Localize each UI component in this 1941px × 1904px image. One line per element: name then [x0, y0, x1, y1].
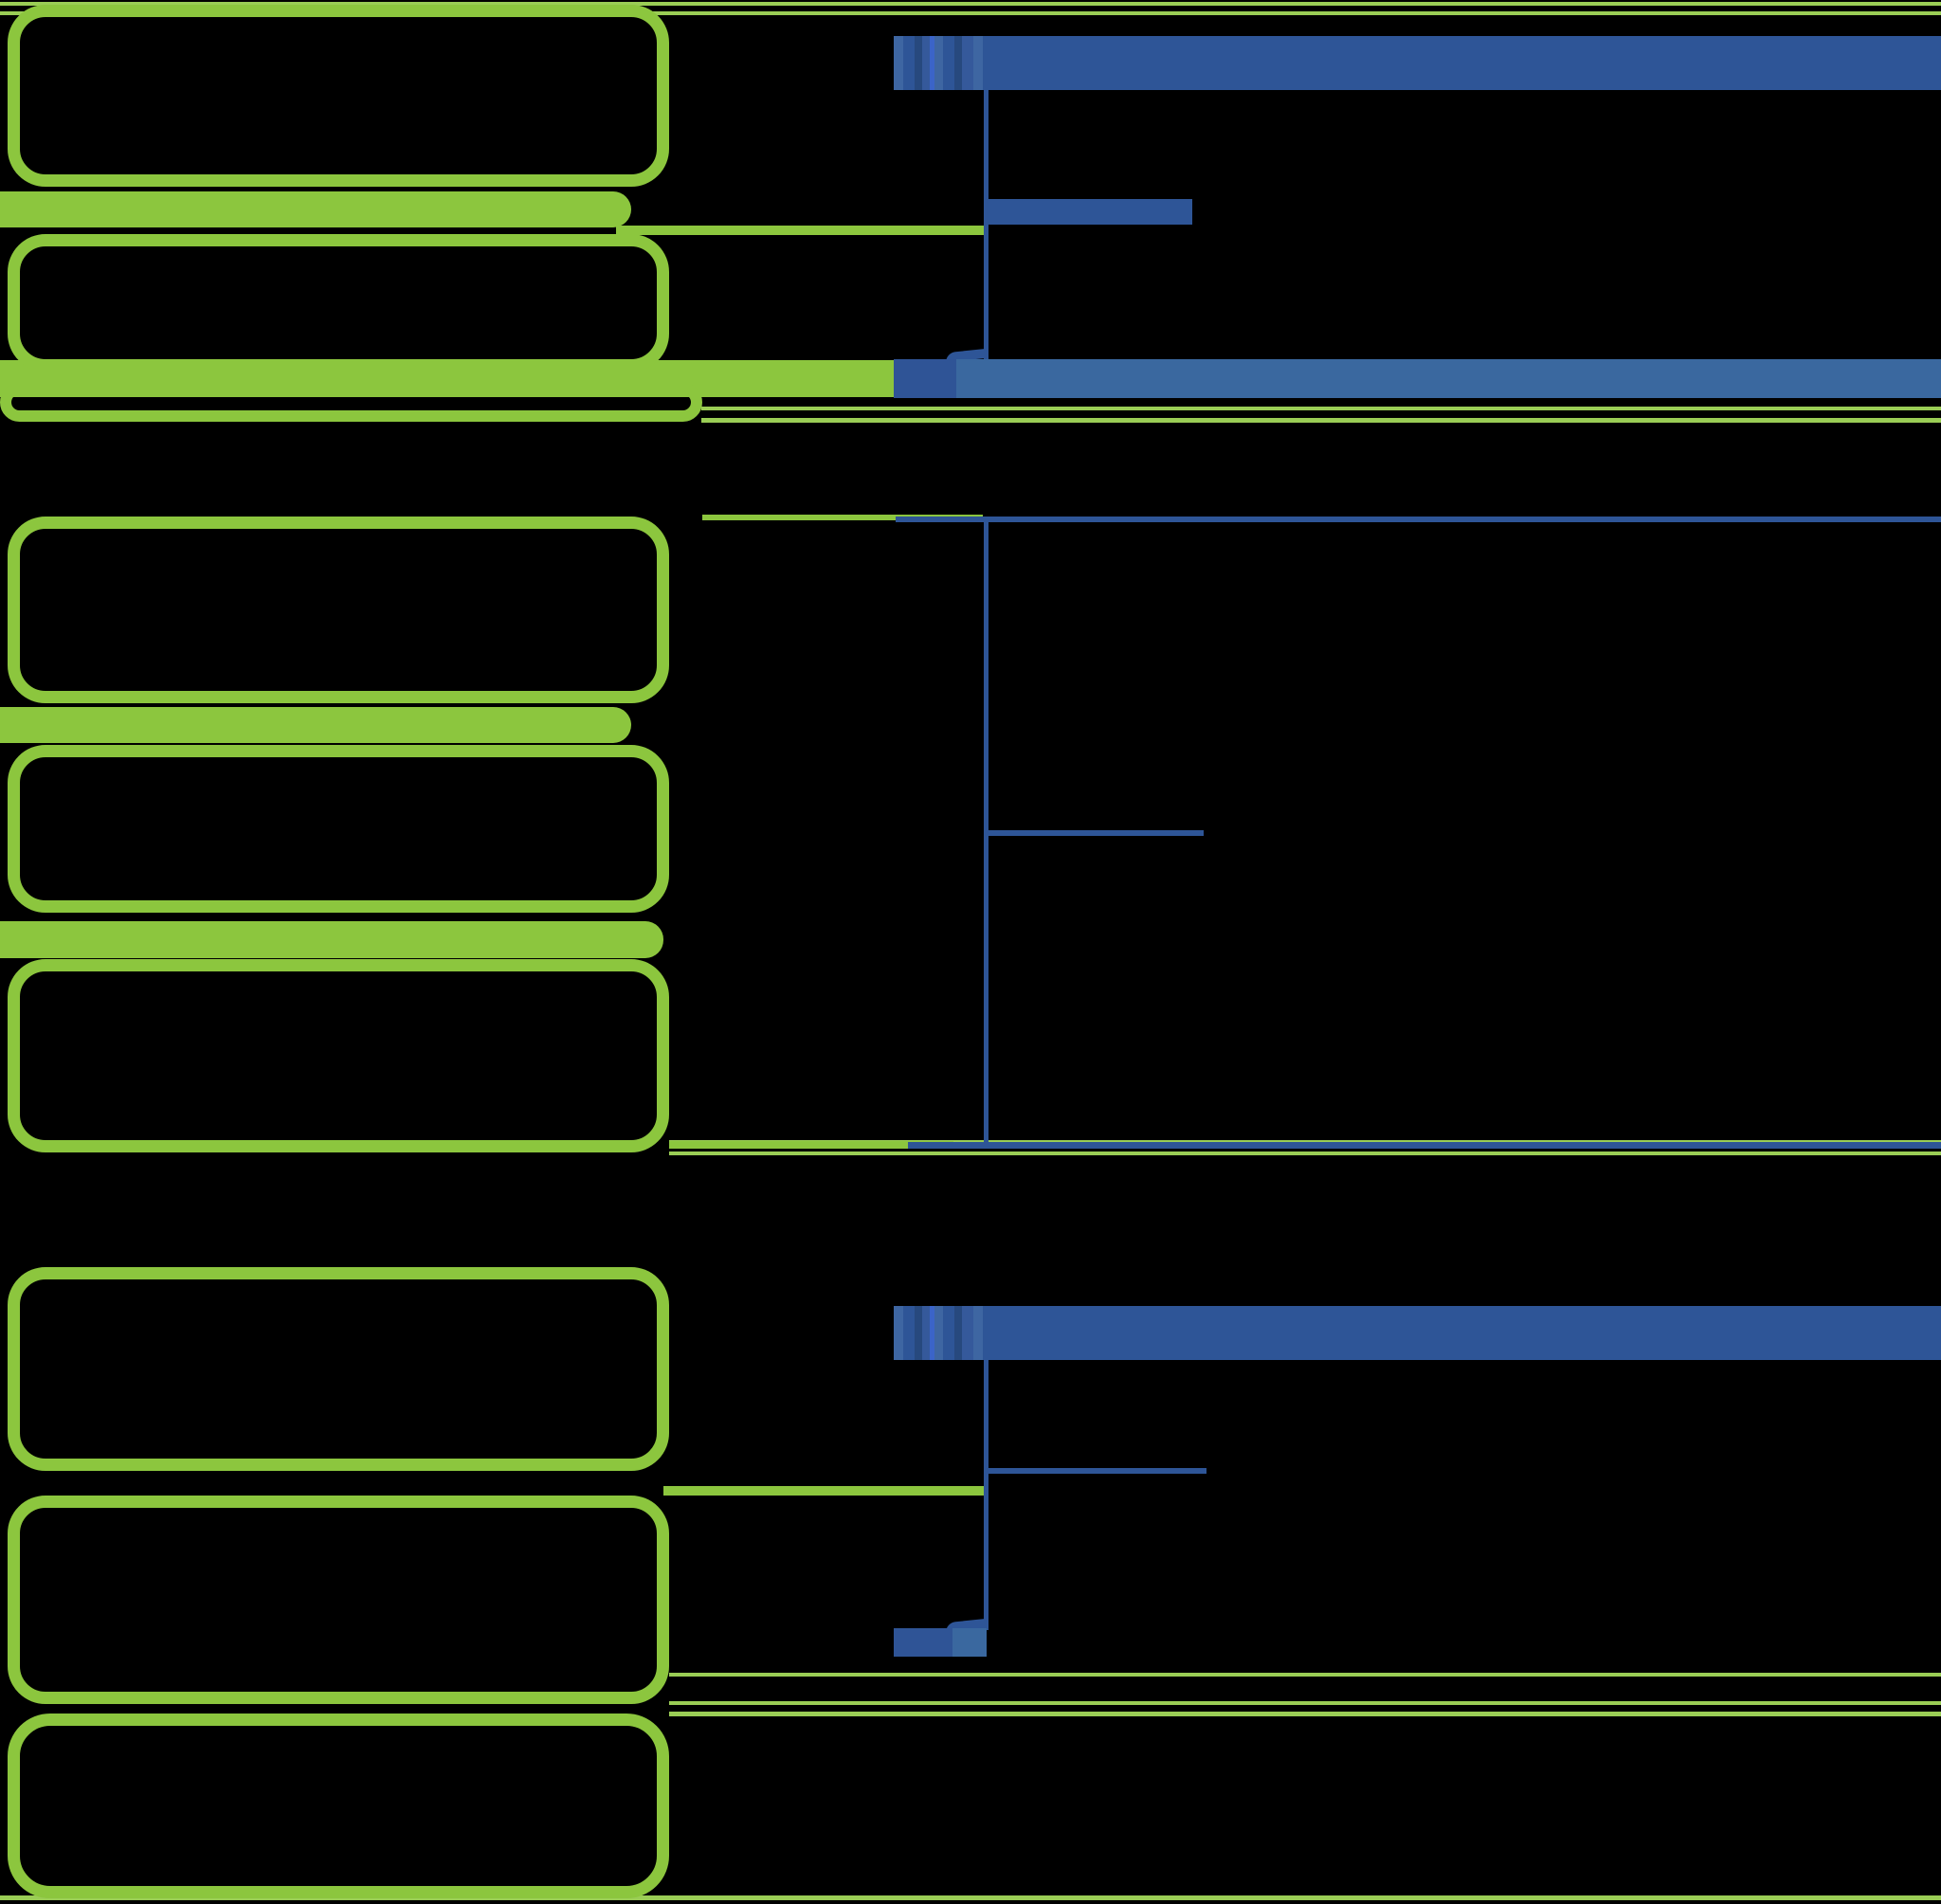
mid-clade-box-3	[8, 959, 669, 1152]
mid-tree-top-leader-line	[702, 515, 983, 520]
guide-line-sep3-lower	[669, 1712, 1941, 1716]
top-tree-clade-bar-striped	[894, 36, 989, 90]
guide-line-sep3-middle	[669, 1701, 1941, 1705]
top-tree-root-bar-dark	[894, 359, 956, 398]
mid-connector-band-1	[0, 707, 631, 743]
top-tree-spine	[984, 90, 989, 360]
bottom-tree-clade-bar	[986, 1306, 1941, 1360]
top-tree-clade-bar	[986, 36, 1941, 90]
top-tree-root-bar	[956, 359, 1941, 398]
bottom-tree-root-bar	[952, 1628, 987, 1657]
bottom-clade-box-2	[8, 1496, 669, 1704]
bottom-tree-root-bar-dark	[894, 1628, 952, 1657]
top-tree-mid-clade-bar	[986, 199, 1192, 225]
mid-tree-bottom-leader-line	[669, 1141, 953, 1149]
mid-connector-band-2	[0, 921, 663, 958]
guide-line-sep1-upper	[701, 407, 1941, 410]
top-clade-box-1	[8, 5, 669, 187]
bottom-connector-leader-line	[663, 1486, 986, 1496]
bottom-tree-spine	[984, 1360, 989, 1630]
guide-line-top-inner	[0, 11, 1941, 15]
top-connector-leader-line	[616, 226, 988, 235]
mid-tree-mid-branch	[986, 830, 1204, 836]
guide-line-top-outer	[0, 2, 1941, 6]
guide-line-sep3-upper	[669, 1673, 1941, 1677]
bottom-tree-clade-bar-striped	[894, 1306, 989, 1360]
guide-line-bottom-edge	[0, 1895, 1941, 1900]
bottom-clade-box-1	[8, 1267, 669, 1471]
mid-tree-bottom-branch	[908, 1142, 1941, 1149]
bottom-tree-mid-branch	[986, 1468, 1206, 1474]
mid-tree-top-branch	[896, 517, 1941, 522]
mid-clade-box-2	[8, 745, 669, 913]
top-strip-box	[0, 383, 702, 422]
mid-clade-box-1	[8, 517, 669, 703]
top-clade-box-2	[8, 234, 669, 372]
top-tree-clade-bar-highlight	[930, 36, 934, 90]
bottom-clade-box-3	[8, 1714, 669, 1898]
guide-line-sep2-lower	[669, 1151, 1941, 1155]
top-connector-band-1	[0, 191, 631, 227]
bottom-tree-clade-bar-highlight	[930, 1306, 934, 1360]
guide-line-sep1-lower	[701, 418, 1941, 423]
